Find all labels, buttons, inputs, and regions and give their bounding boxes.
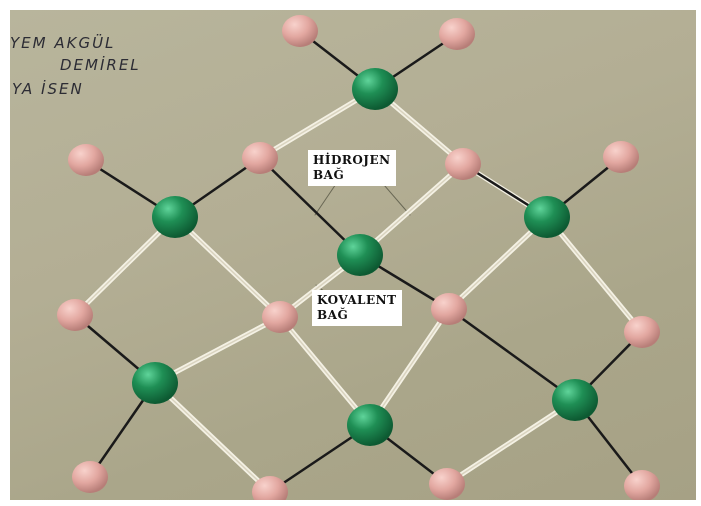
hydrogen-bond-string-shade	[174, 216, 281, 318]
hydrogen-atom-ball	[262, 301, 298, 333]
hydrogen-atom-ball	[431, 293, 467, 325]
molecular-model-photo: YEM AKGÜL DEMİREL YA İSEN HİDROJEN BAĞ K…	[10, 10, 696, 500]
hydrogen-bond-string-shade	[279, 316, 371, 426]
hydrogen-atom-ball	[603, 141, 639, 173]
hydrogen-atom-ball	[439, 18, 475, 50]
handwriting-line-2: DEMİREL	[60, 56, 141, 74]
hydrogen-bond-string-shade	[359, 163, 464, 256]
hydrogen-bond-label-line1: HİDROJEN	[313, 153, 391, 167]
hydrogen-bond-label-line2: BAĞ	[313, 168, 345, 182]
hydrogen-atom-ball	[624, 470, 660, 500]
hydrogen-atom-ball	[445, 148, 481, 180]
hydrogen-bond-string-shade	[369, 308, 450, 426]
handwriting-line-3: YA İSEN	[12, 80, 84, 98]
oxygen-atom-ball	[347, 404, 393, 446]
hydrogen-bond-string-shade	[446, 399, 576, 485]
hydrogen-atom-ball	[624, 316, 660, 348]
oxygen-atom-ball	[152, 196, 198, 238]
oxygen-atom-ball	[352, 68, 398, 110]
covalent-bond-label-line1: KOVALENT	[317, 293, 397, 307]
covalent-bond-stick	[447, 307, 577, 402]
hydrogen-bond-string-shade	[74, 216, 176, 316]
hydrogen-bond-string-shade	[154, 382, 271, 493]
hydrogen-bond-label: HİDROJEN BAĞ	[308, 150, 396, 186]
hydrogen-bond-string-shade	[546, 216, 643, 333]
covalent-bond-stick	[258, 156, 362, 257]
covalent-bond-label-line2: BAĞ	[317, 308, 349, 322]
hydrogen-atom-ball	[429, 468, 465, 500]
oxygen-atom-ball	[552, 379, 598, 421]
water-lattice-model	[57, 15, 660, 500]
hydrogen-atom-ball	[72, 461, 108, 493]
oxygen-atom-ball	[524, 196, 570, 238]
hydrogen-atom-ball	[282, 15, 318, 47]
oxygen-atom-ball	[337, 234, 383, 276]
hydrogen-bond-string-shade	[154, 316, 281, 384]
hydrogen-bond-string-shade	[448, 216, 548, 310]
handwriting-line-1: YEM AKGÜL	[10, 34, 116, 52]
oxygen-atom-ball	[132, 362, 178, 404]
covalent-bond-label: KOVALENT BAĞ	[312, 290, 402, 326]
hydrogen-atom-ball	[57, 299, 93, 331]
hydrogen-atom-ball	[252, 476, 288, 500]
hydrogen-atom-ball	[68, 144, 104, 176]
hydrogen-atom-ball	[242, 142, 278, 174]
